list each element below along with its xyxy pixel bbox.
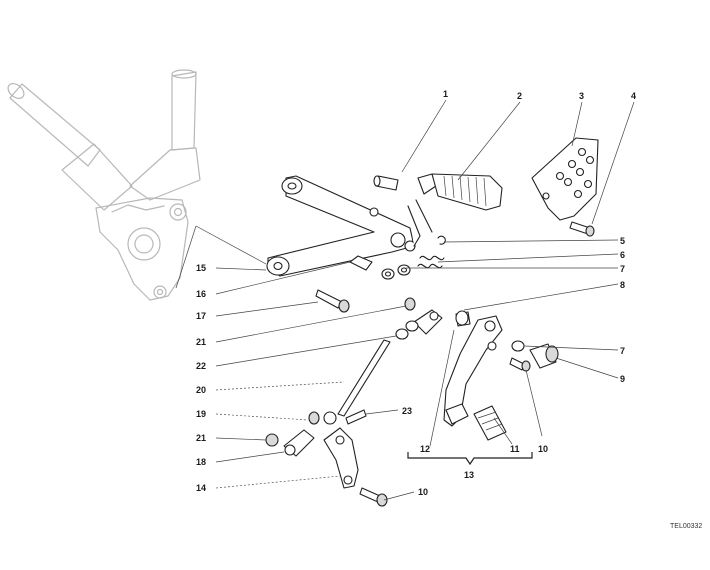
callout-8: 8 (620, 280, 625, 290)
callout-16: 16 (196, 289, 206, 299)
callout-labels: 1 2 3 4 5 6 7 8 7 9 10 11 12 13 15 16 17… (196, 89, 636, 497)
leader-lines (215, 99, 635, 501)
bracket-screw-part (315, 289, 350, 313)
callout-20: 20 (196, 385, 206, 395)
frame-outline (7, 69, 201, 301)
callout-4: 4 (631, 91, 636, 101)
callout-15: 15 (196, 263, 206, 273)
callout-23: 23 (402, 406, 412, 416)
linkage-upper-parts (404, 297, 471, 335)
gearbox-lever-screw (359, 487, 388, 507)
heel-guard-part (531, 137, 599, 221)
callout-7-upper: 7 (620, 264, 625, 274)
mount-line-lower (175, 225, 197, 289)
lever-pivot-parts (509, 340, 559, 372)
gearbox-lever-part (323, 427, 359, 489)
callout-21-lower: 21 (196, 433, 206, 443)
linkage-lower-nuts (265, 409, 367, 447)
callout-18: 18 (196, 457, 206, 467)
washer-part (381, 264, 411, 280)
footpeg-rubber-part (407, 173, 503, 247)
callout-2: 2 (517, 91, 522, 101)
heel-guard-screw-part (569, 221, 595, 237)
callout-21-upper: 21 (196, 337, 206, 347)
lower-joint-part (283, 429, 315, 457)
lever-rubber-part (473, 405, 507, 441)
callout-3: 3 (579, 91, 584, 101)
callout-5: 5 (620, 236, 625, 246)
callout-10-upper: 10 (538, 444, 548, 454)
callout-6: 6 (620, 250, 625, 260)
callout-19: 19 (196, 409, 206, 419)
footpeg-bracket-part (266, 175, 416, 277)
gear-lever-part (443, 315, 503, 427)
callout-13: 13 (464, 470, 474, 480)
callout-22: 22 (196, 361, 206, 371)
callout-9: 9 (620, 374, 625, 384)
mount-line (195, 225, 267, 265)
callout-14: 14 (196, 483, 206, 493)
callout-10-lower: 10 (418, 487, 428, 497)
callout-17: 17 (196, 311, 206, 321)
spring-part (417, 255, 445, 269)
callout-7-lower: 7 (620, 346, 625, 356)
callout-1: 1 (443, 89, 448, 99)
group-brace (407, 452, 533, 466)
circlip-part (437, 235, 446, 245)
pivot-pin-part (373, 175, 399, 191)
gear-rod-part (337, 320, 419, 417)
callout-11: 11 (510, 444, 520, 454)
drawing-code: TEL00332 (670, 523, 702, 530)
callout-12: 12 (420, 444, 430, 454)
